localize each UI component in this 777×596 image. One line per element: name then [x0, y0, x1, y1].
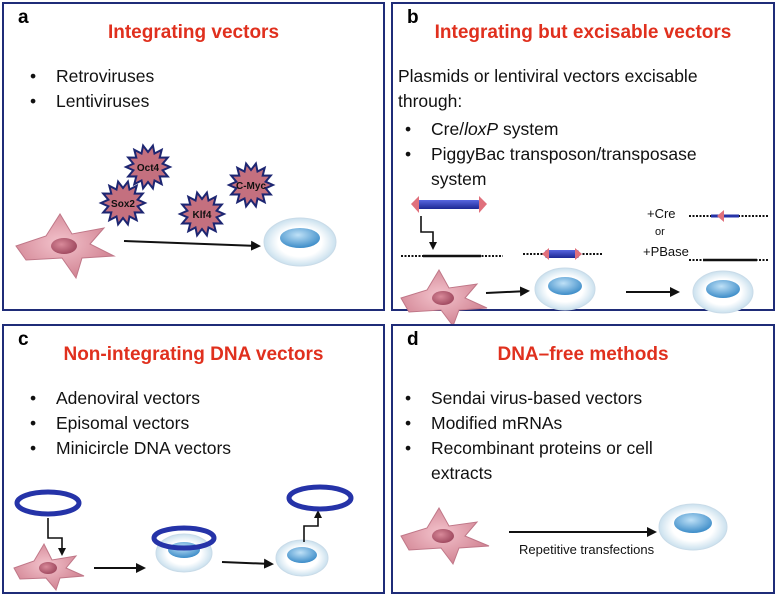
fibroblast-cell-icon	[400, 269, 488, 328]
factor-label: Klf4	[193, 210, 212, 221]
reprogramming-arrow	[485, 286, 530, 297]
ips-cell-icon	[263, 217, 337, 267]
transcription-factor-icon: Klf4	[177, 190, 227, 238]
list-item: Sendai virus-based vectors	[393, 386, 653, 411]
panel-b-diagram	[400, 196, 769, 328]
bullet-list: Retroviruses Lentiviruses	[18, 64, 154, 114]
list-item: Adenoviral vectors	[18, 386, 231, 411]
ips-cell-icon	[275, 539, 329, 577]
cre-label: +Cre	[647, 206, 676, 221]
insertion-arrow	[47, 518, 66, 556]
panel-title: DNA–free methods	[497, 344, 669, 365]
transposon-vector-icon	[411, 196, 487, 213]
panel-title: Integrating but excisable vectors	[434, 22, 732, 43]
panel-letter: a	[18, 7, 29, 28]
bullet-list: Sendai virus-based vectors Modified mRNA…	[393, 386, 653, 486]
fibroblast-cell-icon	[13, 542, 85, 592]
panel-letter: c	[18, 329, 29, 350]
excised-dna-icon	[689, 210, 769, 262]
list-item: Lentiviruses	[18, 89, 154, 114]
intro-line: Plasmids or lentiviral vectors excisable	[398, 66, 698, 86]
factor-label: C-Myc	[236, 181, 266, 192]
plasmid-ring-icon	[286, 484, 354, 512]
dilution-arrow	[221, 558, 274, 569]
panel-b: b Integrating but excisable vectors Plas…	[391, 2, 775, 328]
panel-title: Integrating vectors	[107, 22, 280, 43]
reprogramming-arrow	[123, 240, 261, 251]
list-item: Retroviruses	[18, 64, 154, 89]
panel-d: d DNA–free methods Sendai virus-based ve…	[391, 324, 775, 594]
pbase-label: +PBase	[643, 244, 689, 259]
fibroblast-cell-icon	[15, 213, 116, 280]
panel-letter: b	[407, 7, 419, 28]
panel-a-diagram: Oct4 Sox2 Klf4 C-Myc	[15, 143, 337, 280]
panel-letter: d	[407, 329, 419, 350]
list-item: Episomal vectors	[18, 411, 231, 436]
arrow-label: Repetitive transfections	[519, 542, 655, 557]
list-item: Modified mRNAs	[393, 411, 653, 436]
factor-label: Oct4	[137, 163, 160, 174]
panel-d-diagram	[400, 503, 728, 566]
integrated-dna-icon	[523, 248, 603, 260]
factor-label: Sox2	[111, 199, 135, 210]
ips-cell-icon	[155, 533, 213, 573]
plasmid-ring-icon	[14, 489, 82, 517]
panel-title: Non-integrating DNA vectors	[63, 344, 324, 365]
or-label: or	[655, 226, 665, 238]
ips-cell-icon	[658, 503, 728, 551]
ips-cell-icon	[692, 270, 754, 314]
list-item: Cre/loxP system	[393, 117, 697, 142]
panel-c-diagram	[13, 484, 354, 592]
bullet-list: Cre/loxP system PiggyBac transposon/tran…	[393, 117, 697, 192]
fibroblast-cell-icon	[400, 507, 490, 566]
plasmid-ring-icon	[151, 525, 217, 551]
loss-arrow	[303, 510, 322, 542]
intro-line: through:	[398, 91, 463, 111]
intro-text: Plasmids or lentiviral vectors excisable…	[398, 64, 698, 114]
list-item: Minicircle DNA vectors	[18, 436, 231, 461]
transcription-factor-icon: Oct4	[123, 143, 173, 191]
insertion-arrow	[420, 216, 437, 250]
panel-c: c Non-integrating DNA vectors Adenoviral…	[2, 324, 385, 594]
transcription-factor-icon: Sox2	[98, 179, 148, 227]
ips-cell-icon	[534, 267, 596, 311]
transcription-factor-icon: C-Myc	[226, 161, 276, 209]
bullet-list: Adenoviral vectors Episomal vectors Mini…	[18, 386, 231, 461]
panel-a: a Integrating vectors Retroviruses Lenti…	[2, 2, 385, 311]
